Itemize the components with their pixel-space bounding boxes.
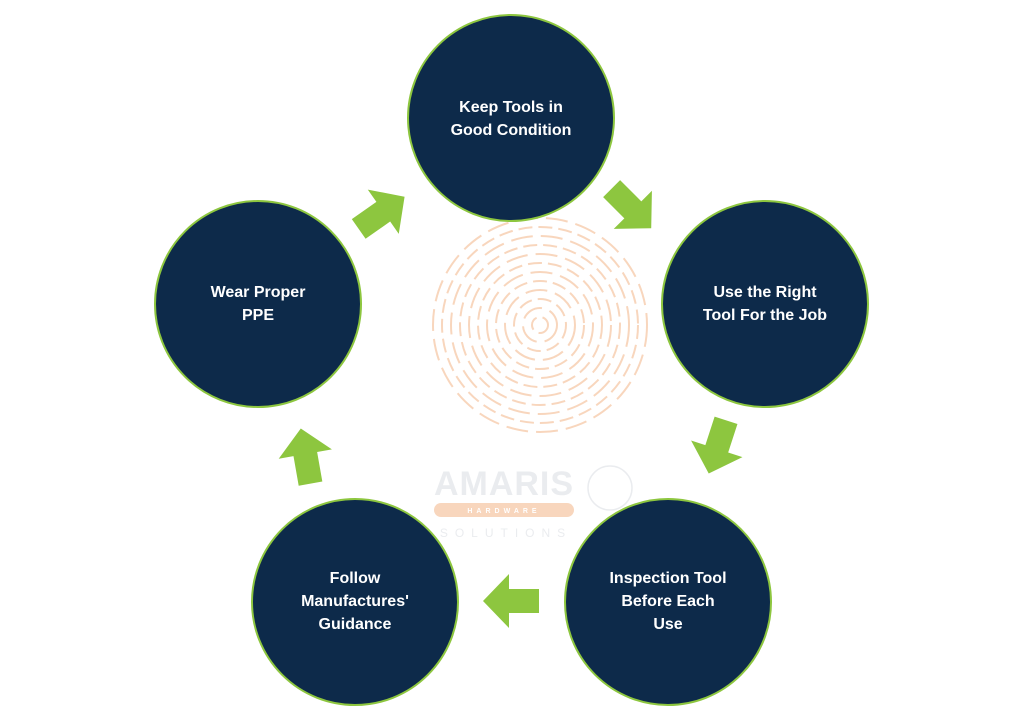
node-label-line: Use the Right [713, 284, 817, 301]
watermark-fingerprint-icon [432, 217, 648, 433]
node-label-line: Manufactures' [301, 593, 409, 610]
arrow-icon [351, 189, 405, 239]
arrow-icon [691, 416, 743, 474]
watermark-ring [477, 262, 603, 388]
node-label-line: Use [653, 616, 682, 633]
node-label-line: Inspection Tool [609, 570, 726, 587]
node-label-line: Tool For the Job [703, 307, 827, 324]
watermark-ring [522, 307, 558, 343]
node-circle [407, 14, 615, 222]
node-label-line: Guidance [319, 616, 392, 633]
watermark-globe-icon [587, 465, 633, 511]
node-circle [154, 200, 362, 408]
node-right-tool: Use the Right Tool For the Job [661, 200, 869, 408]
watermark-ring [459, 244, 621, 406]
watermark-name: AMARIS [434, 465, 574, 503]
watermark-logo: AMARIS HARDWARE SOLUTIONS [432, 217, 648, 540]
node-label-line: Keep Tools in [459, 99, 563, 116]
node-label-line: Wear Proper [211, 284, 306, 301]
watermark-ring [531, 316, 549, 334]
watermark-ring [504, 289, 576, 361]
node-keep-tools: Keep Tools in Good Condition [407, 14, 615, 222]
watermark-ring [432, 217, 648, 433]
node-label-line: PPE [242, 307, 274, 324]
watermark-ring [495, 280, 585, 370]
node-circle [661, 200, 869, 408]
arrow-icon [483, 574, 539, 628]
watermark-ring [486, 271, 594, 379]
watermark-tagline-pill [434, 503, 574, 517]
watermark-sub: SOLUTIONS [440, 526, 572, 540]
watermark-ring [441, 226, 639, 424]
node-inspection: Inspection Tool Before Each Use [564, 498, 772, 706]
node-label-line: Good Condition [451, 122, 572, 139]
node-circle [564, 498, 772, 706]
node-circle [251, 498, 459, 706]
cycle-arrows [278, 180, 743, 628]
node-manufacturer: Follow Manufactures' Guidance [251, 498, 459, 706]
node-label-line: Before Each [621, 593, 714, 610]
node-ppe: Wear Proper PPE [154, 200, 362, 408]
node-label-line: Follow [330, 570, 381, 587]
watermark-ring [450, 235, 630, 415]
watermark-ring [468, 253, 612, 397]
arrow-icon [278, 428, 332, 486]
watermark-tagline: HARDWARE [467, 508, 540, 515]
watermark-ring [513, 298, 567, 352]
arrow-icon [603, 180, 652, 229]
